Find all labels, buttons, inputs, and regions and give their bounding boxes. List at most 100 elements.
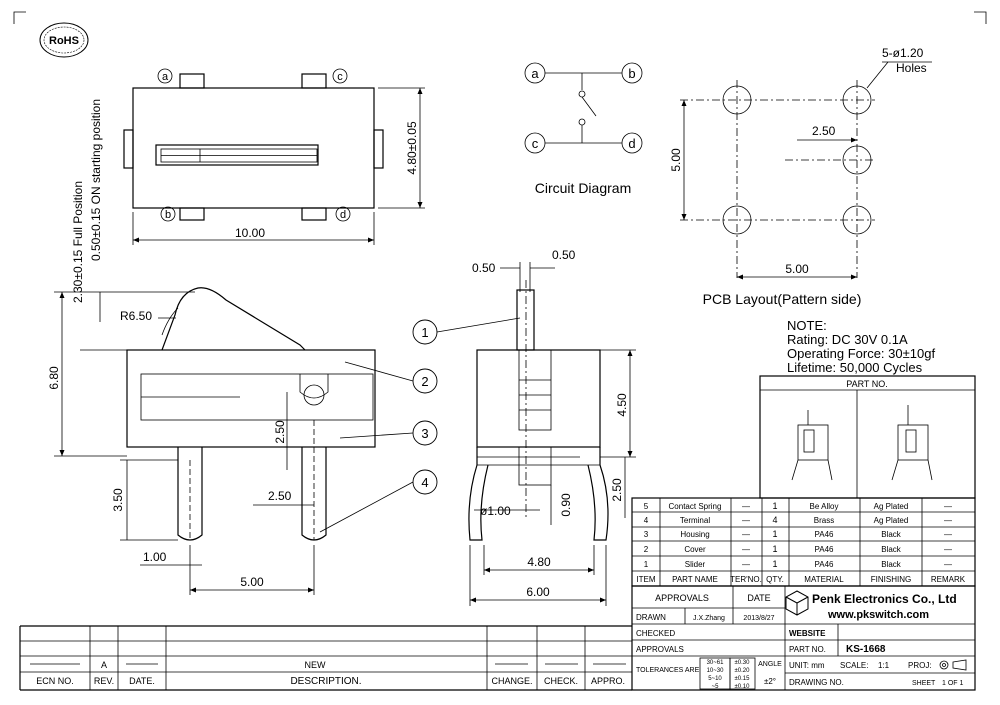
bom-material: PA46: [815, 560, 835, 569]
pcb-layout: 5-ø1.20 Holes 5.00 2.50 5.00 PCB Layout(…: [669, 46, 932, 307]
rev-header-appro: APPRO.: [591, 676, 625, 686]
tb-drawing-no-label: DRAWING NO.: [789, 678, 844, 687]
rev-header-desc: DESCRIPTION.: [290, 676, 361, 687]
bom-header-row: ITEM PART NAME TER'NO. QTY. MATERIAL FIN…: [636, 575, 965, 584]
dim-width-10: 10.00: [235, 226, 265, 240]
tol-range: 30~61: [707, 660, 725, 666]
tb-website-label: WEBSITE: [789, 629, 826, 638]
pcb-holes-label2: Holes: [896, 61, 927, 75]
bom-row: 2 Cover — 1 PA46 Black —: [644, 544, 952, 554]
tb-scale-label: SCALE:: [840, 661, 868, 670]
bom-remark: —: [944, 545, 952, 554]
rev-header-date: DATE.: [129, 676, 155, 686]
bom-header-name: PART NAME: [672, 575, 718, 584]
bom-qty: 1: [772, 501, 777, 511]
rev-header-change: CHANGE.: [491, 676, 532, 686]
bom-header-material: MATERIAL: [804, 575, 844, 584]
bom-ter: —: [742, 545, 750, 554]
dim-w250: 2.50: [268, 489, 292, 503]
bom-ter: —: [742, 516, 750, 525]
bom-qty: 1: [772, 559, 777, 569]
circuit-pin-b: b: [628, 66, 635, 81]
dim-h350: 3.50: [111, 488, 125, 512]
bom-material: PA46: [815, 530, 835, 539]
pcb-holes-label: 5-ø1.20: [882, 46, 924, 60]
bom-ter: —: [742, 530, 750, 539]
dim-w600: 6.00: [526, 585, 550, 599]
callout-1: 1: [421, 325, 428, 340]
pin-c-label: c: [337, 71, 343, 83]
revision-table: A NEW ECN NO. REV. DATE. DESCRIPTION. CH…: [19, 625, 632, 691]
tb-sheet-label: SHEET: [912, 680, 936, 687]
bom-finishing: Black: [881, 560, 902, 569]
bom-name: Housing: [680, 530, 709, 539]
dim-090: 0.90: [559, 493, 573, 517]
bom-material: PA46: [815, 545, 835, 554]
bom-finishing: Black: [881, 545, 902, 554]
part-no-box: PART NO.: [759, 375, 976, 499]
bom-item: 2: [644, 545, 649, 554]
bom-remark: —: [944, 530, 952, 539]
bom-header-finishing: FINISHING: [871, 575, 911, 584]
switch-position-1-icon: [791, 410, 833, 481]
note-force: Operating Force: 30±10gf: [787, 346, 935, 361]
pcb-dim-500h: 5.00: [785, 262, 809, 276]
dim-w480: 4.80: [527, 555, 551, 569]
bom-header-qty: QTY.: [766, 575, 784, 584]
company-name: Penk Electronics Co., Ltd: [812, 592, 957, 606]
dim-h450: 4.50: [615, 393, 629, 417]
tol-value: ±0.15: [735, 676, 751, 682]
tb-angle-value: ±2°: [764, 677, 776, 686]
bom-name: Cover: [684, 545, 706, 554]
bom-remark: —: [944, 560, 952, 569]
callouts: 1 2 3 4: [319, 317, 521, 533]
bom-name: Terminal: [680, 516, 710, 525]
circuit-pin-a: a: [531, 66, 539, 81]
callout-3: 3: [421, 426, 428, 441]
tb-approvals-label: APPROVALS: [636, 645, 684, 654]
bom-ter: —: [742, 560, 750, 569]
note-title: NOTE:: [787, 318, 827, 333]
bom-name: Contact Spring: [669, 502, 722, 511]
corner-marks: [13, 11, 987, 24]
bom-qty: 1: [772, 529, 777, 539]
bom-finishing: Black: [881, 530, 902, 539]
tb-unit: UNIT: mm: [789, 661, 825, 670]
bom-item: 5: [644, 502, 649, 511]
bom-item: 3: [644, 530, 649, 539]
rev-new: NEW: [305, 660, 327, 670]
tb-approvals-header: APPROVALS: [655, 593, 709, 603]
bom-item: 1: [644, 560, 649, 569]
rev-header-ecn: ECN NO.: [36, 676, 74, 686]
bom-qty: 1: [772, 544, 777, 554]
front-view: 0.50 0.50 4.50 2.50 ø1.00 0.90: [468, 248, 636, 606]
note-rating: Rating: DC 30V 0.1A: [787, 332, 908, 347]
circuit-title: Circuit Diagram: [535, 180, 631, 196]
tol-range: ~5: [712, 684, 720, 690]
top-view: a c b d 10.00 4.80±0.05: [123, 68, 425, 245]
bom-row: 4 Terminal — 4 Brass Ag Plated —: [644, 515, 952, 525]
tol-range: 10~30: [707, 668, 725, 674]
tb-drawn-date: 2013/8/27: [743, 615, 774, 622]
note-lifetime: Lifetime: 50,000 Cycles: [787, 360, 923, 375]
bom-row: 1 Slider — 1 PA46 Black —: [644, 559, 952, 569]
bom-finishing: Ag Plated: [874, 502, 909, 511]
pcb-dim-250: 2.50: [812, 124, 836, 138]
callout-2: 2: [421, 374, 428, 389]
rohs-logo: RoHS: [39, 22, 89, 58]
dim-050b: 0.50: [552, 248, 576, 262]
pin-a-label: a: [162, 71, 169, 83]
tb-drawn-by: J.X.Zhang: [693, 615, 725, 622]
company-logo-icon: [785, 590, 809, 616]
dim-h680: 6.80: [47, 366, 61, 390]
bom-remark: —: [944, 502, 952, 511]
pcb-title: PCB Layout(Pattern side): [703, 291, 862, 307]
part-no-box-label: PART NO.: [846, 379, 888, 389]
tb-part-no-label: PART NO.: [789, 645, 826, 654]
bom-qty: 4: [772, 515, 777, 525]
bom-ter: —: [742, 502, 750, 511]
circuit-pin-c: c: [532, 136, 539, 151]
rohs-text: RoHS: [49, 35, 79, 47]
rev-a: A: [101, 660, 107, 670]
